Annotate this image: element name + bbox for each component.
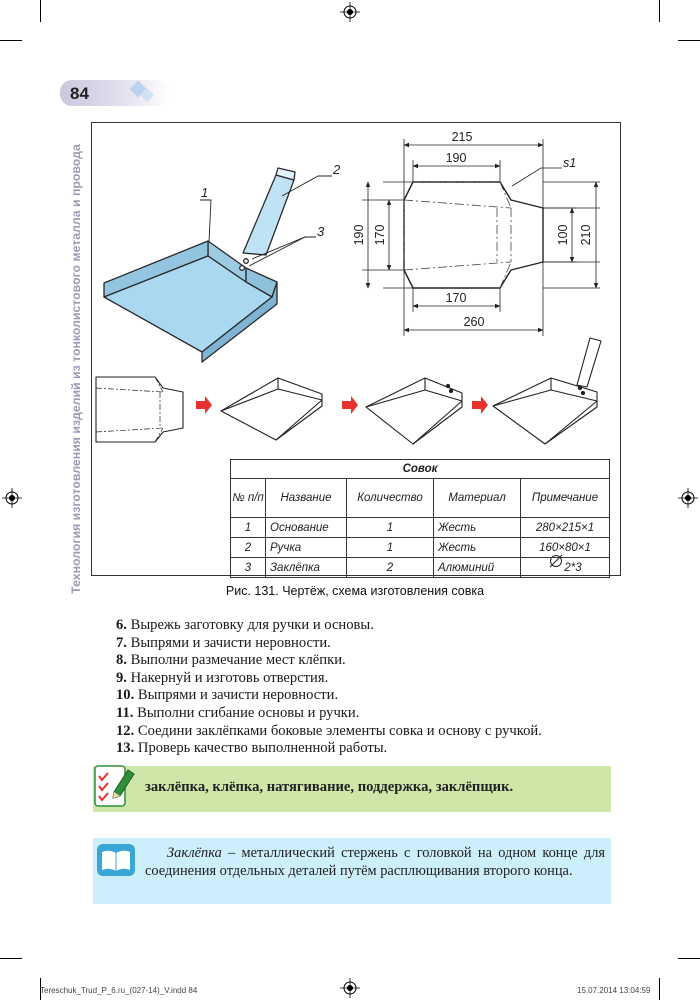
specification-table: Совок № п/п Название Количество Материал… xyxy=(230,459,610,578)
definition-text: Заклёпка – металлический стержень с голо… xyxy=(145,844,605,880)
registration-mark xyxy=(340,2,360,22)
table-cell: Ручка xyxy=(265,537,347,558)
rivet xyxy=(239,265,245,271)
table-cell: 3 xyxy=(230,557,266,578)
table-cell: 2*3 xyxy=(520,557,610,578)
sequence-step-1 xyxy=(95,376,184,443)
crop-mark xyxy=(659,0,660,22)
dim-260: 260 xyxy=(464,315,485,329)
table-cell: Жесть xyxy=(433,537,521,558)
table-cell: 2 xyxy=(230,537,266,558)
table-cell: Основание xyxy=(265,517,347,538)
dustpan-handle xyxy=(242,174,295,256)
list-item: 11. Выполни сгибание основы и ручки. xyxy=(116,704,360,721)
table-header-row: № п/п Название Количество Материал Приме… xyxy=(230,478,610,518)
footer-date: 15.07.2014 13:04:59 xyxy=(577,986,651,995)
rivet xyxy=(243,258,249,264)
list-item: 7. Выпрями и зачисти неровности. xyxy=(116,634,331,651)
table-title: Совок xyxy=(230,459,610,479)
table-cell: Заклёпка xyxy=(265,557,347,578)
registration-mark xyxy=(340,978,360,998)
sequence-arrows xyxy=(196,396,488,414)
keywords-box xyxy=(93,766,611,812)
flat-pattern xyxy=(403,181,544,289)
sequence-step-2 xyxy=(220,377,323,441)
dim-100: 100 xyxy=(556,225,570,246)
dimension-values: 215 190 190 170 100 210 170 260 s1 xyxy=(352,130,593,329)
definition-term: Заклёпка xyxy=(167,845,222,861)
table-header-cell: Материал xyxy=(433,478,521,518)
page-number-tab: 84 xyxy=(60,80,170,106)
list-item: 12. Соедини заклёпками боковые элементы … xyxy=(116,722,542,739)
part-label-1: 1 xyxy=(201,185,208,200)
list-item: 10. Выпрями и зачисти неровности. xyxy=(116,687,339,704)
part-label-2: 2 xyxy=(332,162,341,177)
table-row: 3 Заклёпка 2 Алюминий 2*3 xyxy=(230,557,610,578)
dim-190-top: 190 xyxy=(446,151,467,165)
table-cell: 160×80×1 xyxy=(520,537,610,558)
dustpan-3d-view xyxy=(103,167,296,363)
figure-caption: Рис. 131. Чертёж, схема изготовления сов… xyxy=(225,584,485,598)
list-item: 8. Выполни размечание мест клёпки. xyxy=(116,652,346,669)
dim-170-bottom: 170 xyxy=(446,291,467,305)
steps-list: 6. Вырежь заготовку для ручки и основы. … xyxy=(116,617,626,758)
dim-190-left: 190 xyxy=(352,225,366,246)
arrow-right-icon xyxy=(196,396,212,414)
table-cell: Жесть xyxy=(433,517,521,538)
sequence-step-3 xyxy=(365,377,463,445)
crop-mark xyxy=(678,40,700,41)
sequence-step-4 xyxy=(492,337,602,445)
page-tab-decoration xyxy=(60,80,170,106)
table-cell: 1 xyxy=(230,517,266,538)
dustpan-bottom xyxy=(103,255,273,353)
registration-mark xyxy=(2,488,22,508)
table-cell: 1 xyxy=(346,517,434,538)
registration-mark xyxy=(678,488,698,508)
crop-mark xyxy=(40,0,41,22)
dustpan-drawing: 1 2 3 215 xyxy=(95,130,602,568)
table-row: 2 Ручка 1 Жесть 160×80×1 xyxy=(230,537,610,558)
definition-body: – металлический стержень с головкой на о… xyxy=(145,845,605,879)
crop-mark xyxy=(40,978,41,1000)
dimension-lines xyxy=(362,139,600,336)
dim-210: 210 xyxy=(579,225,593,246)
page-number: 84 xyxy=(70,84,89,103)
table-header-cell: Примечание xyxy=(520,478,610,518)
arrow-right-icon xyxy=(342,396,358,414)
table-header-cell: Название xyxy=(265,478,347,518)
dustpan-leaders xyxy=(200,175,332,267)
dim-215: 215 xyxy=(452,130,473,144)
table-cell: Алюминий xyxy=(433,557,521,578)
fold-lines xyxy=(403,181,512,289)
list-item: 9. Накернуй и изготовь отверстия. xyxy=(116,669,329,686)
list-item: 13. Проверь качество выполненной работы. xyxy=(116,740,388,757)
crop-mark xyxy=(0,958,22,959)
table-row: 1 Основание 1 Жесть 280×215×1 xyxy=(230,517,610,538)
table-header-cell: № п/п xyxy=(230,478,266,518)
part-label-3: 3 xyxy=(317,224,325,239)
definition-box xyxy=(93,838,611,904)
crop-mark xyxy=(659,978,660,1000)
table-header-cell: Количество xyxy=(346,478,434,518)
book-icon xyxy=(97,844,135,876)
crop-mark xyxy=(678,958,700,959)
footer-file: Tereschuk_Trud_P_6.ru_(027-14)_V.indd 84 xyxy=(40,986,198,995)
table-cell: 280×215×1 xyxy=(520,517,610,538)
crop-mark xyxy=(0,40,22,41)
list-item: 6. Вырежь заготовку для ручки и основы. xyxy=(116,617,374,633)
checklist-pencil-icon xyxy=(94,765,135,807)
arrow-right-icon xyxy=(472,396,488,414)
dustpan-right-wall xyxy=(201,281,278,363)
dim-170-left: 170 xyxy=(373,225,387,246)
keywords-text: заклёпка, клёпка, натягивание, поддержка… xyxy=(145,779,514,795)
table-cell: 2 xyxy=(346,557,434,578)
table-cell: 1 xyxy=(346,537,434,558)
dim-s1: s1 xyxy=(563,156,576,170)
